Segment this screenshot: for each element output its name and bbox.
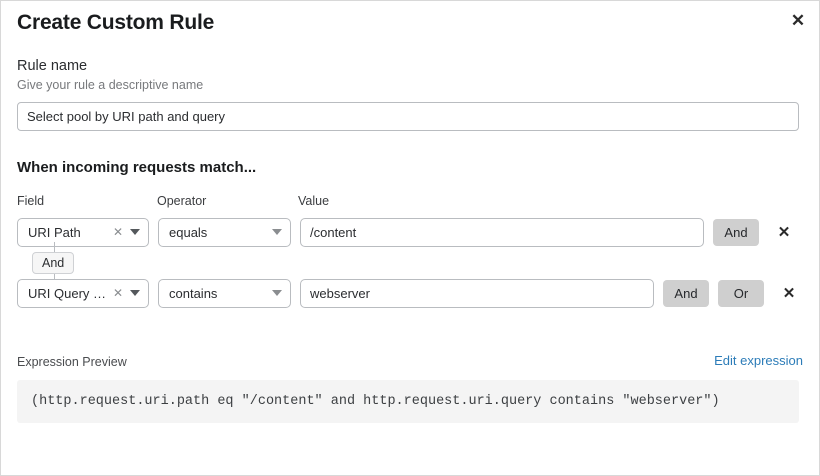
operator-select-2-label: contains <box>169 285 218 301</box>
operator-select-1-label: equals <box>169 224 208 240</box>
field-select-2-label: URI Query St... <box>28 285 110 301</box>
expression-preview-box: (http.request.uri.path eq "/content" and… <box>17 380 799 423</box>
chevron-down-icon <box>130 229 140 235</box>
expression-preview-label: Expression Preview <box>17 355 127 369</box>
connector-and-chip[interactable]: And <box>32 252 75 274</box>
delete-condition-1[interactable]: ✕ <box>777 223 791 241</box>
operator-select-2[interactable]: contains <box>158 278 291 308</box>
or-button-2[interactable]: Or <box>718 279 764 307</box>
operator-select-1[interactable]: equals <box>158 217 291 247</box>
condition-connector: And <box>17 242 803 290</box>
expression-preview-header: Expression Preview Edit expression <box>17 353 803 371</box>
clear-icon[interactable]: ✕ <box>112 225 123 239</box>
column-header-value: Value <box>298 194 330 208</box>
clear-icon[interactable]: ✕ <box>112 286 123 300</box>
page-title: Create Custom Rule <box>17 11 215 34</box>
chevron-down-icon <box>130 290 140 296</box>
match-heading: When incoming requests match... <box>17 159 257 176</box>
close-icon[interactable]: ✕ <box>790 10 806 30</box>
field-select-1-label: URI Path <box>28 224 81 240</box>
value-input-1[interactable] <box>300 217 704 247</box>
condition-column-headers: Field Operator Value <box>17 194 803 212</box>
and-button-1[interactable]: And <box>713 218 759 246</box>
condition-row: URI Path ✕ equals And ✕ <box>17 217 803 247</box>
chevron-down-icon <box>272 290 282 296</box>
condition-row: URI Query St... ✕ contains And Or ✕ <box>17 278 803 308</box>
field-select-1[interactable]: URI Path ✕ <box>17 217 149 247</box>
value-input-2[interactable] <box>300 278 654 308</box>
delete-condition-2[interactable]: ✕ <box>782 284 796 302</box>
and-button-2[interactable]: And <box>663 279 709 307</box>
rule-name-helper-text: Give your rule a descriptive name <box>17 78 204 92</box>
rule-name-input[interactable] <box>17 102 799 131</box>
condition-rows: URI Path ✕ equals And ✕ And URI Query St… <box>17 217 803 308</box>
field-select-2[interactable]: URI Query St... ✕ <box>17 278 149 308</box>
rule-name-label: Rule name <box>17 58 88 74</box>
column-header-operator: Operator <box>157 194 207 208</box>
chevron-down-icon <box>272 229 282 235</box>
column-header-field: Field <box>17 194 45 208</box>
edit-expression-link[interactable]: Edit expression <box>714 353 803 368</box>
